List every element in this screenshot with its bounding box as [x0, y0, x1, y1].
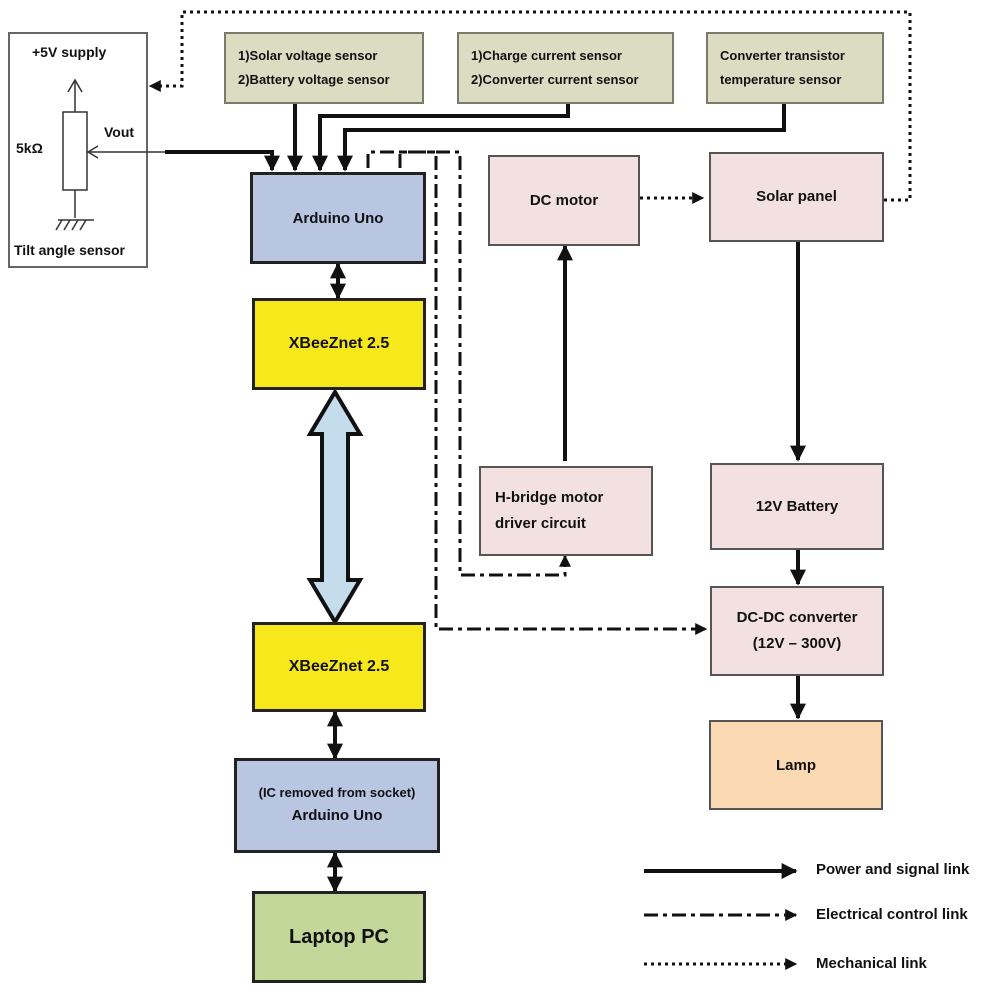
current-sensor-block: 1)Charge current sensor 2)Converter curr… [457, 32, 674, 104]
converter-line-1: DC-DC converter [736, 609, 858, 626]
current-sensor-line-1: 1)Charge current sensor [471, 48, 622, 63]
dc-dc-converter: DC-DC converter (12V – 300V) [710, 586, 884, 676]
arduino-converter-control-link [398, 150, 708, 635]
voltage-sensor-line-2: 2)Battery voltage sensor [238, 72, 390, 87]
voltage-sensor-line-1: 1)Solar voltage sensor [238, 48, 378, 63]
legend-power-label: Power and signal link [816, 861, 970, 878]
current-sensor-link [312, 104, 570, 172]
wiper-arrow [86, 145, 99, 159]
xbee-bottom-label: XBeeZnet 2.5 [288, 658, 390, 675]
resistor-label: 5kΩ [16, 140, 43, 156]
arduino-uno-top: Arduino Uno [250, 172, 426, 264]
power-signal-links [165, 104, 806, 893]
temperature-sensor-link [337, 104, 786, 172]
hbridge-line-1: H-bridge motor [495, 489, 604, 506]
solar-panel-label: Solar panel [756, 188, 837, 205]
battery-label: 12V Battery [755, 497, 839, 515]
battery-12v: 12V Battery [710, 463, 884, 550]
tilt-to-arduino-link [165, 150, 280, 172]
current-sensor-line-2: 2)Converter current sensor [471, 72, 639, 87]
hbridge-line-2: driver circuit [495, 515, 586, 532]
temperature-sensor-block: Converter transistor temperature sensor [706, 32, 884, 104]
arduino-uno-top-label: Arduino Uno [292, 209, 384, 227]
arduino-uno-bottom-label: Arduino Uno [291, 806, 383, 824]
dc-motor: DC motor [488, 155, 640, 246]
resistor-symbol [62, 111, 88, 191]
hbridge-driver: H-bridge motor driver circuit [479, 466, 653, 556]
legend-mechanical-label: Mechanical link [816, 955, 927, 972]
xbee-top: XBeeZnet 2.5 [252, 298, 426, 390]
supply-arrow [67, 78, 83, 93]
tilt-sensor-label: Tilt angle sensor [14, 242, 125, 258]
vout-label: Vout [104, 124, 135, 140]
lamp-label: Lamp [775, 756, 816, 774]
xbee-top-label: XBeeZnet 2.5 [288, 335, 390, 352]
legend-control-label: Electrical control link [816, 906, 968, 923]
dc-motor-label: DC motor [529, 191, 599, 209]
wireless-link-arrow [306, 388, 364, 626]
lamp: Lamp [709, 720, 883, 810]
arduino-bottom-note: (IC removed from socket) [258, 784, 416, 800]
legend-symbols [644, 863, 798, 970]
mechanical-links [148, 10, 912, 204]
arduino-uno-bottom: (IC removed from socket) Arduino Uno [234, 758, 440, 853]
xbee-bottom: XBeeZnet 2.5 [252, 622, 426, 712]
temperature-sensor-line-1: Converter transistor [720, 48, 845, 63]
panel-tilt-mechanical-link [148, 10, 912, 202]
voltage-sensor-block: 1)Solar voltage sensor 2)Battery voltage… [224, 32, 424, 104]
tilt-sensor-schematic [55, 78, 165, 231]
arduino-hbridge-control-link [366, 150, 571, 577]
converter-line-2: (12V – 300V) [752, 635, 842, 652]
electrical-control-links [366, 150, 708, 635]
laptop-pc: Laptop PC [252, 891, 426, 983]
tilt-angle-sensor-frame [8, 32, 148, 268]
laptop-pc-label: Laptop PC [289, 925, 389, 948]
solar-panel: Solar panel [709, 152, 884, 242]
temperature-sensor-line-2: temperature sensor [720, 72, 842, 87]
supply-label: +5V supply [32, 44, 107, 60]
